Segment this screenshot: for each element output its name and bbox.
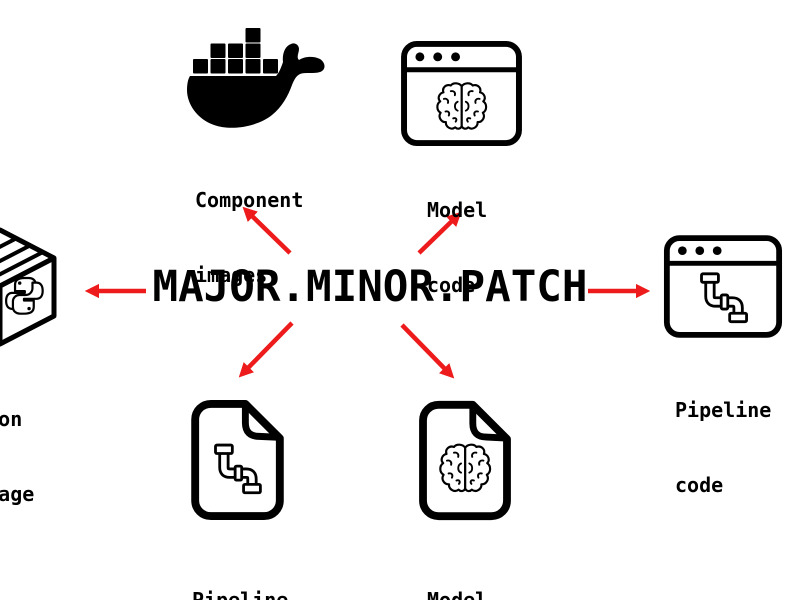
- pipeline-artifacts-label: Pipeline artifacts: [192, 588, 289, 600]
- component-images-label: Component images: [195, 188, 304, 287]
- docker-whale-icon: [183, 28, 331, 133]
- document-brain-icon: [413, 398, 517, 523]
- browser-window-pipeline-icon: [663, 233, 783, 340]
- pipeline-code-label: Pipeline code: [675, 398, 772, 497]
- document-pipeline-icon: [188, 397, 287, 523]
- python-package-label: Python package: [0, 407, 35, 506]
- browser-window-brain-icon: [400, 40, 523, 147]
- version-label: MAJOR.MINOR.PATCH: [152, 263, 588, 312]
- python-package-box-icon: [0, 226, 60, 348]
- model-artifacts-label: Model artifacts: [427, 588, 488, 600]
- model-code-label: Model code: [427, 198, 488, 297]
